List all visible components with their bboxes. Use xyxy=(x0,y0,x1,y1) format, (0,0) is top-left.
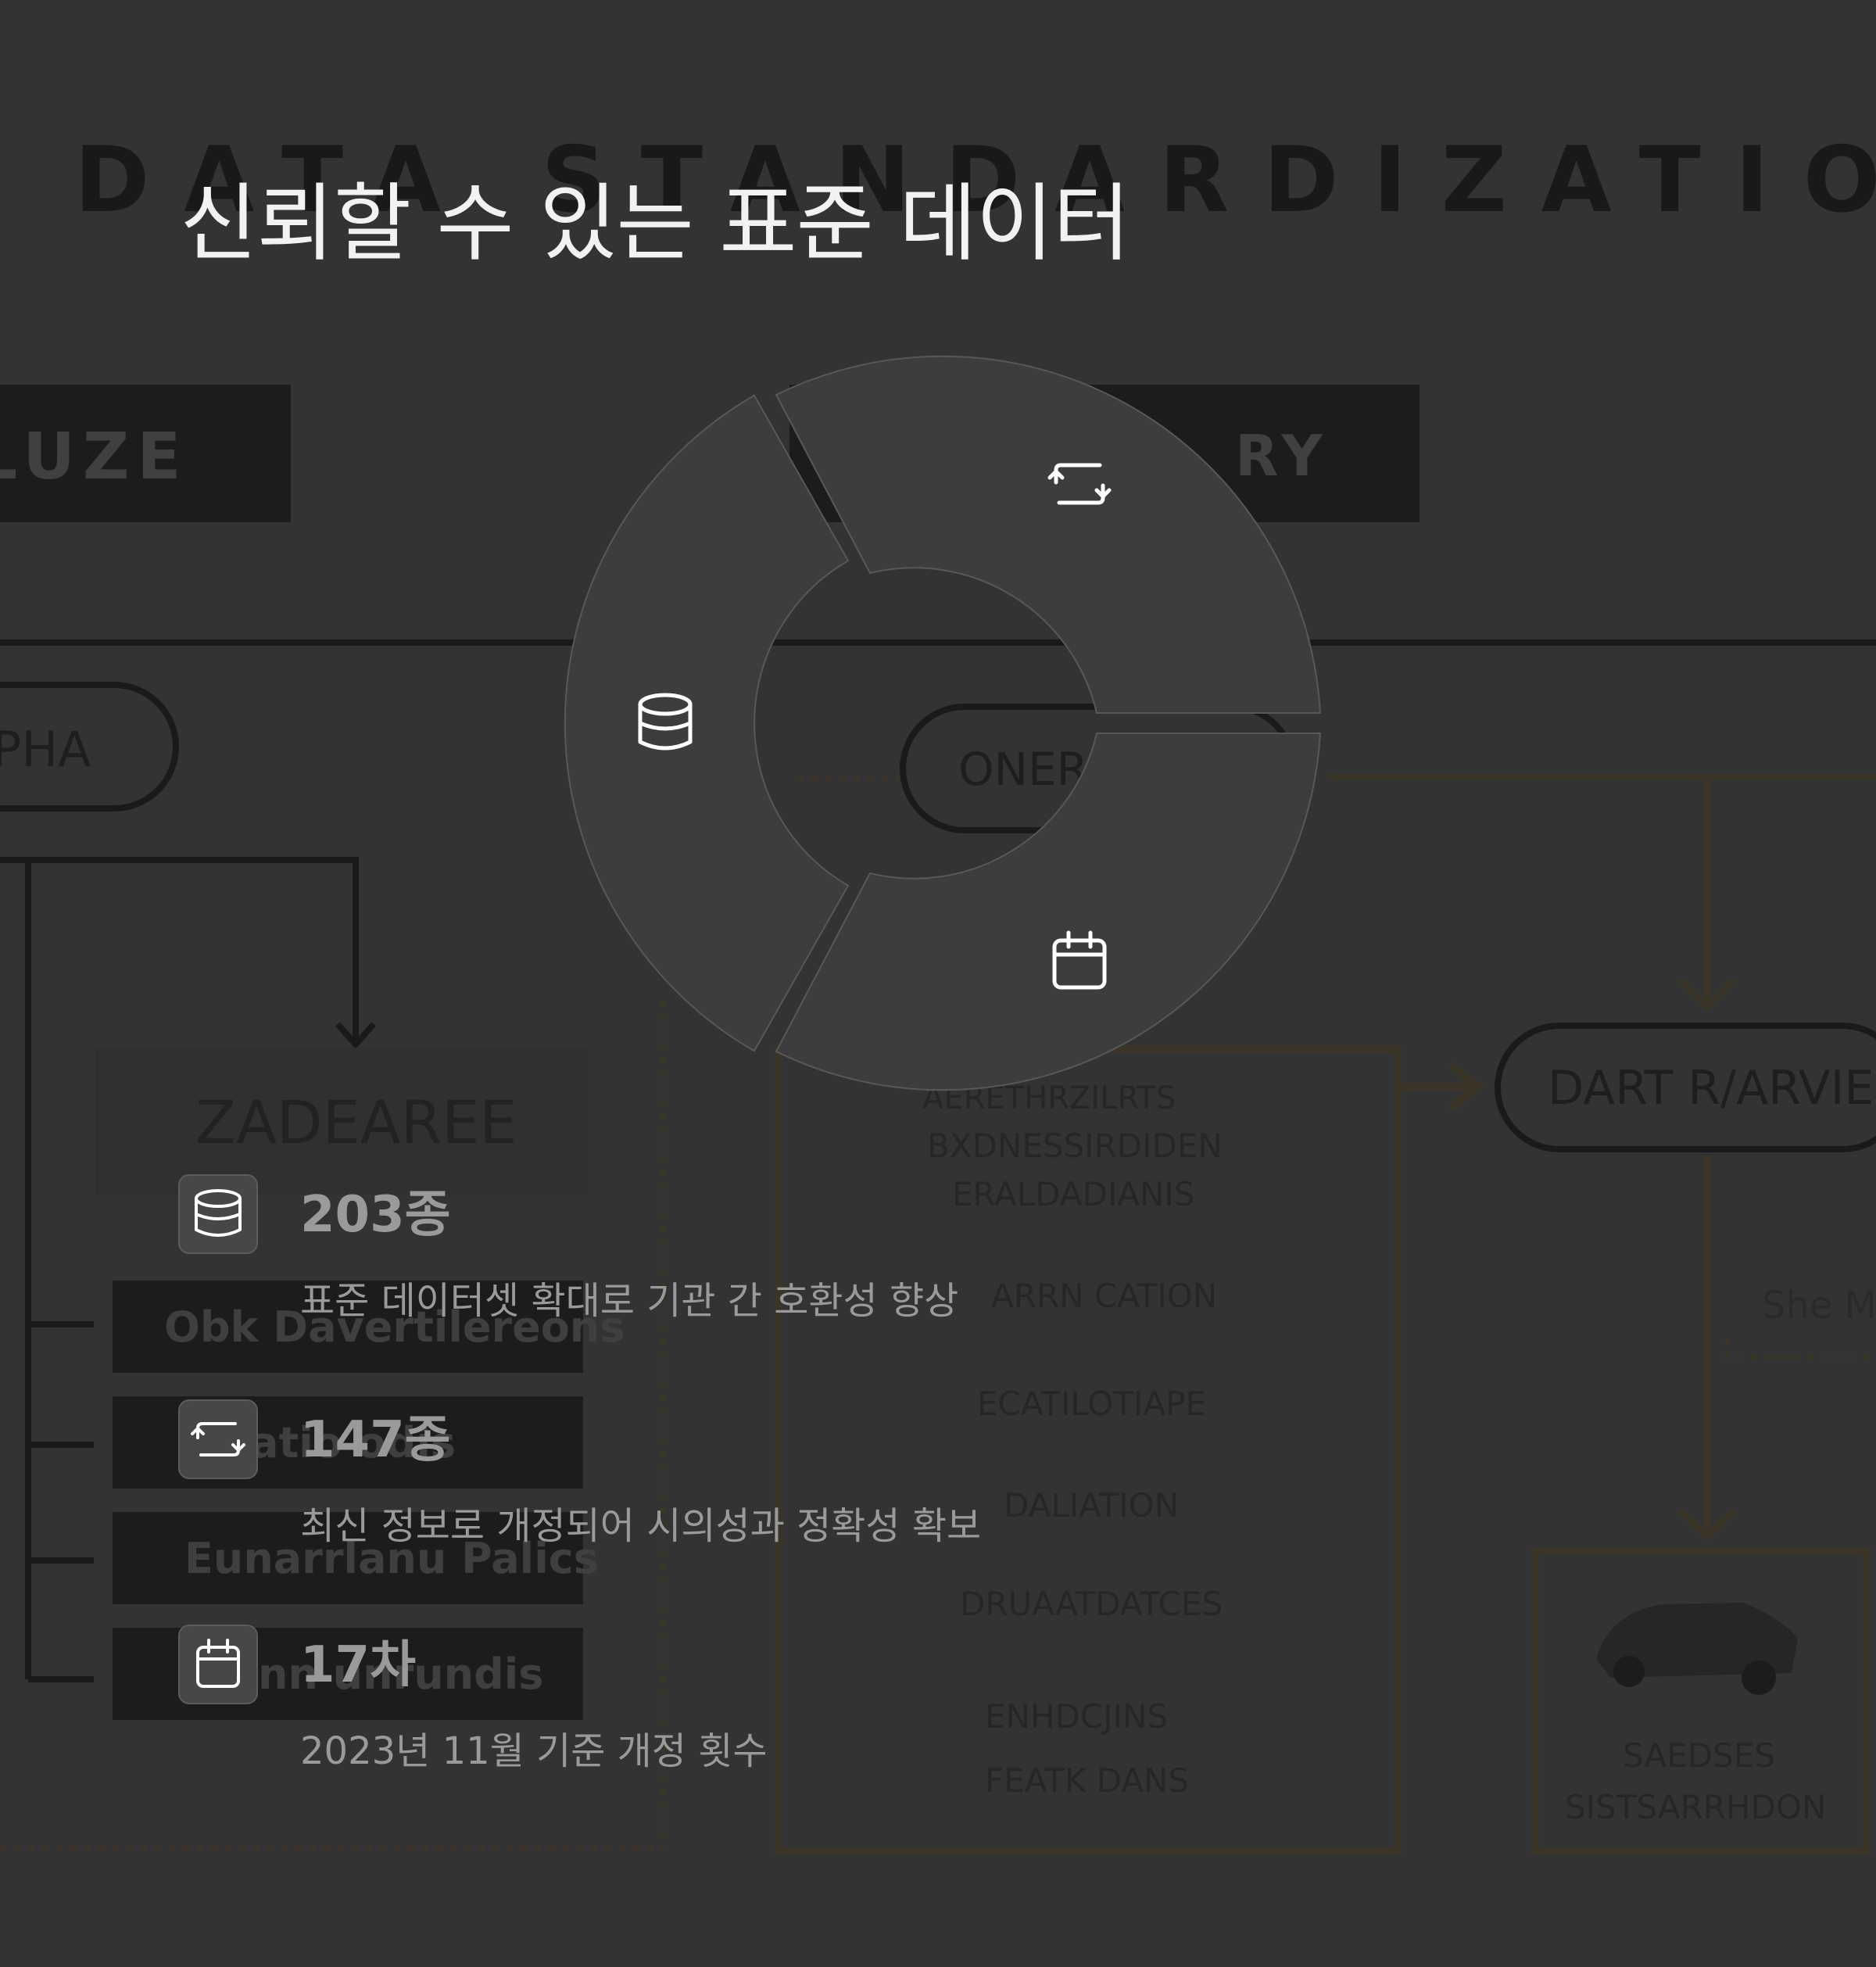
background-box-top-left-label: LUZE xyxy=(0,420,188,494)
background-right-arrowhead-2 xyxy=(1678,1508,1736,1542)
repeat-icon xyxy=(1047,463,1112,505)
background-center-line-9: FEATK DANS xyxy=(985,1761,1189,1800)
background-box-top-right-label: RY xyxy=(1235,423,1329,489)
background-center-line-6: DALIATION xyxy=(1004,1486,1179,1525)
database-icon xyxy=(638,693,693,751)
background-center-line-2: BXDNESSIRDIDEN xyxy=(927,1127,1223,1165)
background-arrowhead-to-pill xyxy=(1448,1062,1484,1112)
background-right-box-line-2: SISTSARRHDON xyxy=(1565,1788,1826,1826)
background-list-item-2: atio odis xyxy=(250,1418,456,1467)
background-panel-label: ZADEAREE xyxy=(195,1087,517,1157)
background-center-line-7: DRUAATDATCES xyxy=(960,1585,1223,1623)
donut-segment-revisions[interactable] xyxy=(775,355,1322,714)
background-list-item-4: nn unrundis xyxy=(258,1650,543,1699)
database-icon xyxy=(195,1189,242,1237)
stat-value: 147종 xyxy=(300,1411,451,1469)
background-pill-left-label: PHA xyxy=(0,721,91,778)
stat-icon-box xyxy=(178,1625,258,1704)
stat-description: 2023년 11월 기준 개정 횟수 xyxy=(300,1729,768,1773)
background-pill-center-label: ONER xyxy=(958,743,1088,796)
stat-value: 17차 xyxy=(300,1636,416,1694)
background-center-line-4: ARRN CATION xyxy=(991,1277,1217,1315)
background-pill-left xyxy=(0,682,179,812)
stat-description: 표준 데이터셋 확대로 기관 간 호환성 향상 xyxy=(300,1279,959,1323)
background-list-box-1 xyxy=(113,1281,583,1373)
background-right-note: She Mc xyxy=(1762,1284,1876,1327)
stat-description: 최신 정보로 개정되어 시의성과 정확성 확보 xyxy=(300,1504,982,1548)
background-heading: DATA STANDARDIZATION PROC xyxy=(74,127,1876,233)
background-center-line-8: ENHDCJINS xyxy=(985,1697,1168,1736)
background-list-item-1: Obk Davertilereons xyxy=(164,1302,625,1352)
background-right-box-line-1: SAEDSES xyxy=(1623,1736,1775,1775)
repeat-icon xyxy=(191,1422,245,1456)
background-center-line-3: ERALDADIANIS xyxy=(952,1175,1194,1213)
background-pill-right-label: DART R/ARVIE xyxy=(1548,1061,1874,1116)
donut-segment-datasets[interactable] xyxy=(564,394,850,1052)
background-center-line-5: ECATILOTIAPE xyxy=(977,1385,1206,1423)
stat-value: 203종 xyxy=(300,1186,451,1244)
calendar-icon xyxy=(1052,930,1107,990)
background-list-item-3: Eunarrlanu Palics xyxy=(184,1534,599,1583)
calendar-icon xyxy=(196,1639,240,1688)
page-title: 신뢰할 수 있는 표준 데이터 xyxy=(180,175,1130,273)
background-box-top-left xyxy=(0,385,291,522)
background-panel xyxy=(95,1048,588,1195)
donut-segment-schedule[interactable] xyxy=(775,733,1322,1091)
stat-icon-box xyxy=(178,1399,258,1479)
background-right-box xyxy=(1531,1547,1871,1855)
background-pill-right xyxy=(1495,1023,1876,1152)
car-image xyxy=(1596,1603,1798,1695)
stat-icon-box xyxy=(178,1174,258,1254)
background-right-arrowhead-1 xyxy=(1678,978,1736,1012)
background-branch-panel xyxy=(0,857,359,1040)
background-arrowhead-panel xyxy=(335,1022,376,1050)
segment-donut xyxy=(564,355,1322,1091)
background-right-dotted xyxy=(1725,1338,1876,1360)
background-list-box-3 xyxy=(113,1512,583,1604)
